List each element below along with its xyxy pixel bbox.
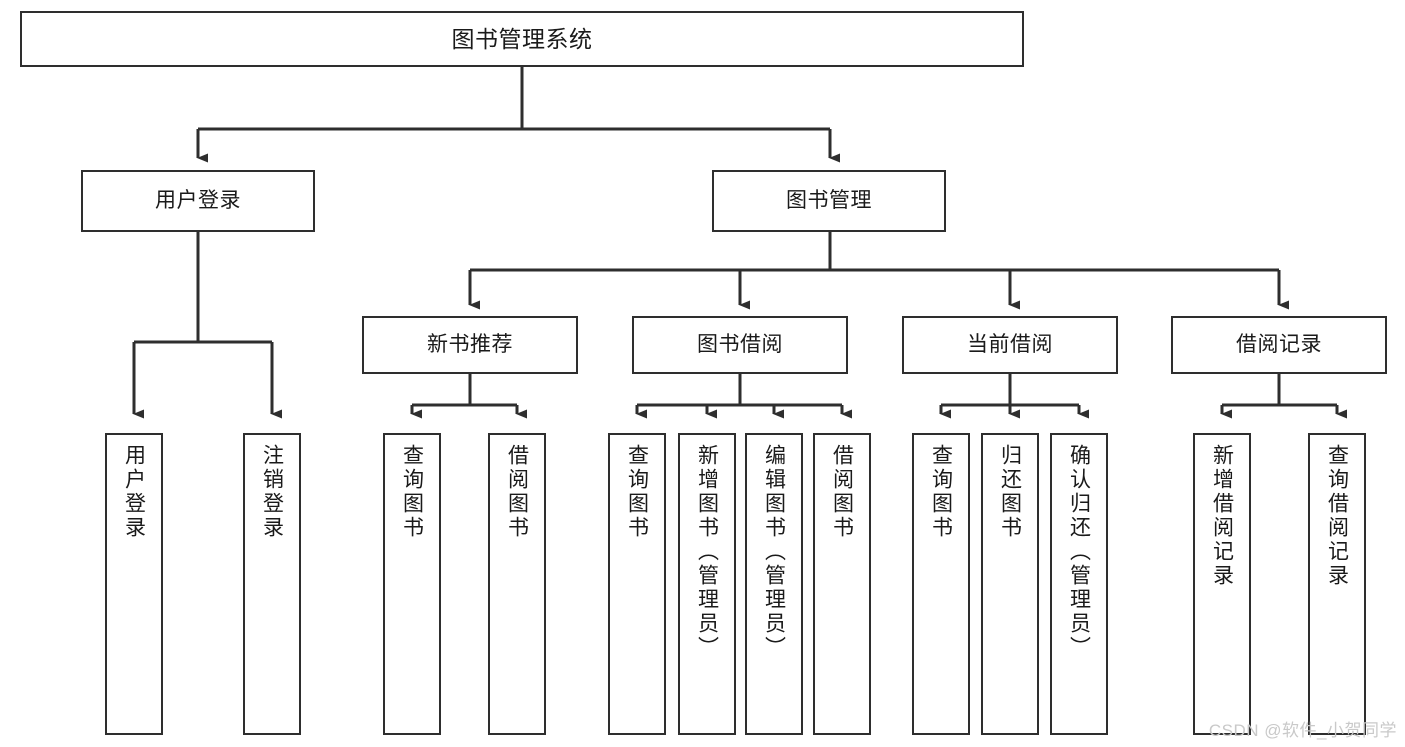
node-leaf-return-book[interactable]: 归还图书 bbox=[981, 433, 1039, 735]
node-label: 用户登录 bbox=[155, 188, 241, 212]
node-label: 借阅图书 bbox=[505, 444, 529, 540]
node-leaf-confirm-return-admin[interactable]: 确认归还（管理员） bbox=[1050, 433, 1108, 735]
node-label: 归还图书 bbox=[998, 444, 1022, 540]
node-leaf-logout[interactable]: 注销登录 bbox=[243, 433, 301, 735]
node-leaf-edit-book-admin[interactable]: 编辑图书（管理员） bbox=[745, 433, 803, 735]
node-current-borrowing[interactable]: 当前借阅 bbox=[902, 316, 1118, 374]
node-label: 图书管理系统 bbox=[451, 25, 593, 52]
node-leaf-borrow-book[interactable]: 借阅图书 bbox=[813, 433, 871, 735]
node-leaf-borrow-book-newbook[interactable]: 借阅图书 bbox=[488, 433, 546, 735]
node-label: 查询图书 bbox=[929, 444, 953, 540]
node-label: 查询图书 bbox=[625, 444, 649, 540]
node-leaf-add-borrow-record[interactable]: 新增借阅记录 bbox=[1193, 433, 1251, 735]
node-label: 借阅记录 bbox=[1236, 332, 1322, 356]
node-label: 查询借阅记录 bbox=[1325, 444, 1349, 588]
node-label: 图书借阅 bbox=[697, 332, 783, 356]
csdn-watermark: CSDN @软件_小贺同学 bbox=[1208, 721, 1397, 740]
node-label: 查询图书 bbox=[400, 444, 424, 540]
node-root-book-management-system[interactable]: 图书管理系统 bbox=[20, 11, 1024, 67]
node-label: 新书推荐 bbox=[427, 332, 513, 356]
node-label: 借阅图书 bbox=[830, 444, 854, 540]
node-leaf-query-book-current[interactable]: 查询图书 bbox=[912, 433, 970, 735]
node-label: 用户登录 bbox=[122, 444, 146, 540]
node-leaf-query-borrow-record[interactable]: 查询借阅记录 bbox=[1308, 433, 1366, 735]
node-user-login[interactable]: 用户登录 bbox=[81, 170, 315, 232]
node-book-borrowing[interactable]: 图书借阅 bbox=[632, 316, 848, 374]
node-label: 图书管理 bbox=[786, 188, 872, 212]
node-leaf-user-login[interactable]: 用户登录 bbox=[105, 433, 163, 735]
node-leaf-query-book[interactable]: 查询图书 bbox=[608, 433, 666, 735]
node-label: 当前借阅 bbox=[967, 332, 1053, 356]
node-borrowing-record[interactable]: 借阅记录 bbox=[1171, 316, 1387, 374]
node-leaf-query-book-newbook[interactable]: 查询图书 bbox=[383, 433, 441, 735]
node-label: 确认归还（管理员） bbox=[1067, 444, 1091, 660]
node-label: 编辑图书（管理员） bbox=[762, 444, 786, 660]
node-label: 注销登录 bbox=[260, 444, 284, 540]
node-new-book-recommendation[interactable]: 新书推荐 bbox=[362, 316, 578, 374]
node-label: 新增借阅记录 bbox=[1210, 444, 1234, 588]
node-label: 新增图书（管理员） bbox=[695, 444, 719, 660]
node-leaf-add-book-admin[interactable]: 新增图书（管理员） bbox=[678, 433, 736, 735]
node-book-management[interactable]: 图书管理 bbox=[712, 170, 946, 232]
